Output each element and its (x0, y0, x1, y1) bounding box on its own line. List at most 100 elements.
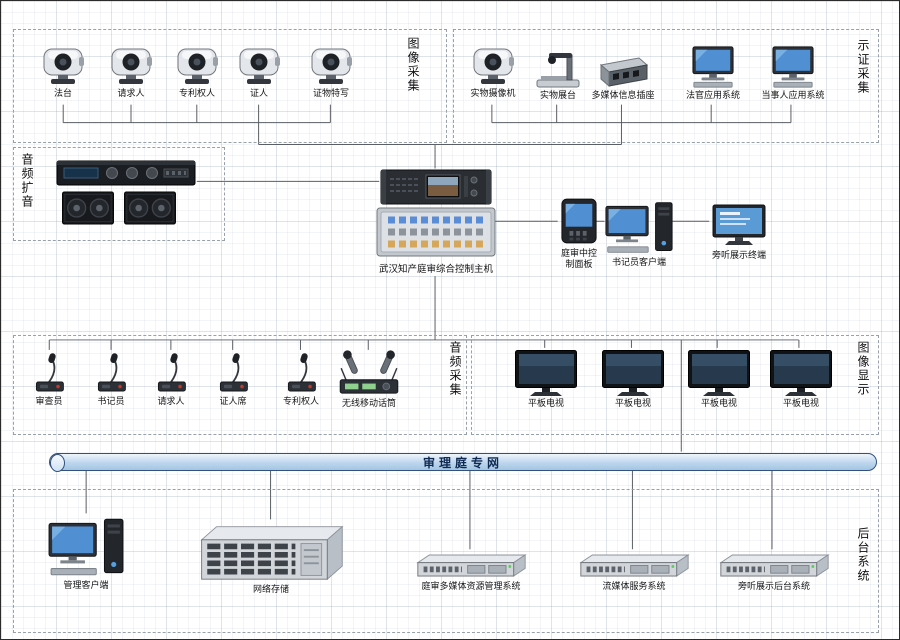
gooseneck-mic-icon (215, 351, 251, 395)
management-client-label: 管理客户端 (63, 581, 109, 591)
camera-bench-label: 法台 (53, 89, 72, 99)
mic-clerk-label: 书记员 (97, 397, 125, 407)
mic-witness-seat: 证人席 (201, 351, 265, 408)
av-matrix-icon (380, 169, 492, 205)
section-label-evidence-capture: 示证采集 (856, 39, 870, 95)
flat-tv-4-label: 平板电视 (782, 399, 819, 409)
trial-media-management-server-label: 庭审多媒体资源管理系统 (421, 582, 521, 592)
audience-display-terminal: 旁听展示终端 (703, 203, 775, 262)
mic-examiner: 审查员 (17, 351, 81, 408)
wireless-mobile-mic: 无线移动话筒 (337, 349, 401, 410)
zone-image-capture (13, 29, 447, 143)
workstation-icon (604, 199, 674, 256)
mic-requester: 请求人 (139, 351, 203, 408)
camera-patentee: 专利权人 (163, 45, 231, 100)
rack-server-icon (717, 551, 832, 580)
section-label-image-capture: 图像采集 (406, 37, 420, 93)
control-host-label: 武汉知产庭审综合控制主机 (378, 264, 493, 275)
wire-evidence-bus (435, 104, 792, 146)
camera-witness-label: 证人 (249, 89, 268, 99)
wire-network-to-backend (85, 469, 773, 550)
mic-witness-seat-label: 证人席 (219, 397, 247, 407)
network-bus-endcap (50, 454, 65, 472)
evidence-camera: 实物摄像机 (457, 45, 529, 100)
trial-media-management-server: 庭审多媒体资源管理系统 (396, 551, 546, 593)
camera-requester: 请求人 (97, 45, 165, 100)
camera-evidence-closeup-label: 证物特写 (312, 89, 349, 99)
media-info-socket-label: 多媒体信息插座 (591, 91, 655, 101)
media-socket-icon (595, 51, 651, 89)
storage-array-icon (196, 521, 346, 583)
gooseneck-mic-icon (283, 351, 319, 395)
section-label-backend: 后台系统 (856, 527, 870, 583)
courtroom-network-bus: 审理庭专网 (49, 453, 877, 472)
court-control-panel-label: 庭审中控制面板 (560, 249, 597, 270)
flat-tv-2: 平板电视 (601, 349, 665, 410)
mic-patentee: 专利权人 (269, 351, 333, 408)
section-label-image-display: 图像显示 (856, 341, 870, 397)
speaker-icon (123, 191, 177, 225)
zone-audio-capture (13, 335, 467, 435)
streaming-media-server: 流媒体服务系统 (569, 551, 699, 593)
gooseneck-mic-icon (31, 351, 67, 395)
ptz-camera-icon (107, 45, 155, 87)
mic-patentee-label: 专利权人 (282, 397, 319, 407)
ptz-camera-icon (307, 45, 355, 87)
camera-patentee-label: 专利权人 (178, 89, 215, 99)
mic-clerk: 书记员 (79, 351, 143, 408)
ptz-camera-icon (173, 45, 221, 87)
mic-examiner-label: 审查员 (35, 397, 63, 407)
clerk-client: 书记员客户端 (603, 199, 675, 269)
section-label-audio-capture: 音频采集 (448, 341, 462, 397)
zone-backend-system (13, 489, 879, 633)
central-controller-icon (376, 207, 496, 257)
control-host-matrix (380, 169, 492, 205)
camera-evidence-closeup: 证物特写 (297, 45, 365, 100)
streaming-media-server-label: 流媒体服务系统 (602, 582, 666, 592)
flat-tv-4: 平板电视 (769, 349, 833, 410)
evidence-presenter: 实物展台 (522, 47, 594, 102)
power-amplifier (55, 159, 197, 187)
ptz-camera-icon (235, 45, 283, 87)
ptz-camera-icon (39, 45, 87, 87)
wire-host-to-av-bus (48, 276, 800, 452)
network-storage-label: 网络存储 (252, 585, 289, 595)
network-storage: 网络存储 (196, 521, 346, 596)
court-control-panel (559, 197, 599, 245)
speaker-right (123, 191, 177, 225)
speaker-icon (61, 191, 115, 225)
zone-audio-amplification (13, 147, 225, 241)
flat-tv-icon (769, 349, 833, 397)
rack-server-icon (577, 551, 692, 580)
management-client: 管理客户端 (46, 515, 126, 592)
flat-tv-icon (514, 349, 578, 397)
flat-tv-3: 平板电视 (687, 349, 751, 410)
desktop-computer-icon (768, 45, 818, 89)
ptz-camera-icon (469, 45, 517, 87)
wireless-mobile-mic-label: 无线移动话筒 (341, 399, 396, 409)
control-host-controller (376, 207, 496, 257)
zone-evidence-capture (453, 29, 879, 143)
workstation-icon (47, 515, 125, 579)
section-label-audio-amplification: 音频扩音 (20, 153, 34, 209)
zone-image-display (471, 335, 879, 435)
evidence-camera-label: 实物摄像机 (470, 89, 516, 99)
camera-requester-label: 请求人 (117, 89, 145, 99)
gooseneck-mic-icon (153, 351, 189, 395)
speaker-left (61, 191, 115, 225)
flat-tv-icon (687, 349, 751, 397)
document-camera-icon (534, 47, 582, 89)
media-info-socket: 多媒体信息插座 (587, 51, 659, 102)
wire-court-cameras-bus (62, 104, 436, 169)
clerk-client-label: 书记员客户端 (611, 258, 666, 268)
amplifier-icon (56, 159, 196, 187)
audience-display-backend-server: 旁听展示后台系统 (704, 551, 844, 593)
flat-tv-1-label: 平板电视 (527, 399, 564, 409)
flat-tv-icon (601, 349, 665, 397)
camera-bench: 法台 (29, 45, 97, 100)
desktop-computer-icon (688, 45, 738, 89)
rack-server-icon (414, 551, 529, 580)
touch-panel-icon (560, 197, 598, 245)
judge-app-system: 法官应用系统 (677, 45, 749, 102)
